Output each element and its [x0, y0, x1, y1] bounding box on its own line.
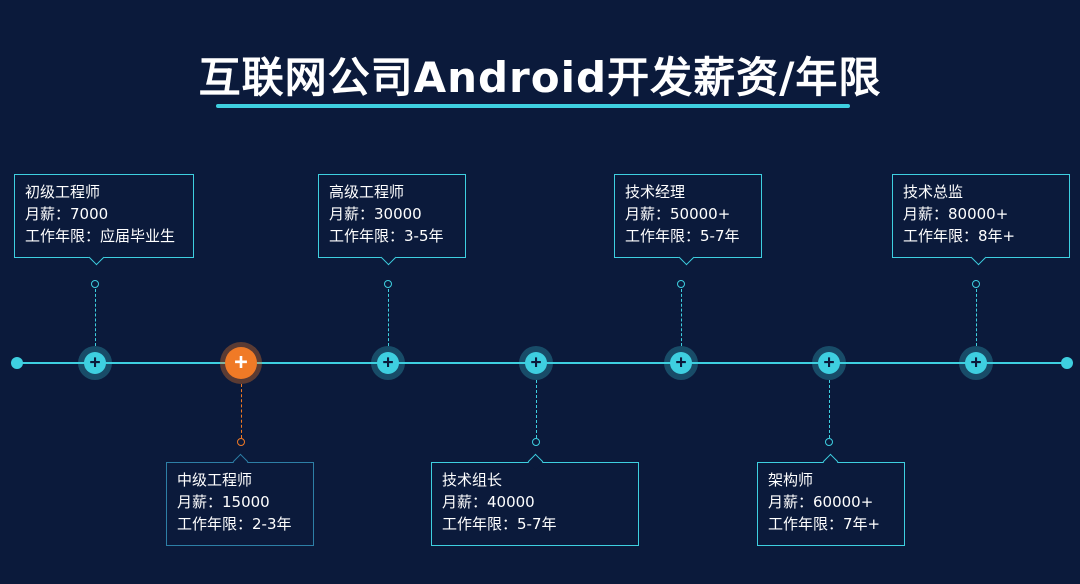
timeline-node-architect[interactable]: + — [812, 346, 846, 380]
connector-line — [828, 380, 830, 438]
connector-line — [680, 289, 682, 346]
role-salary: 月薪：60000+ — [768, 493, 874, 511]
plus-icon: + — [818, 352, 840, 374]
role-title: 高级工程师 — [329, 183, 405, 201]
card-pointer — [527, 453, 544, 470]
timeline-node-tech-director[interactable]: + — [959, 346, 993, 380]
plus-icon: + — [525, 352, 547, 374]
role-card-architect: 架构师 月薪：60000+ 工作年限：7年+ — [757, 453, 905, 546]
page-title: 互联网公司Android开发薪资/年限 — [198, 53, 882, 102]
timeline-node-senior[interactable]: + — [371, 346, 405, 380]
role-card-mid: 中级工程师 月薪：15000 工作年限：2-3年 — [166, 453, 314, 546]
timeline-node-tech-manager[interactable]: + — [664, 346, 698, 380]
plus-icon: + — [225, 347, 257, 379]
card-pointer — [678, 249, 695, 266]
card-pointer — [88, 249, 105, 266]
card-pointer — [822, 453, 839, 470]
title-underline — [216, 104, 850, 108]
role-card-tech-manager: 技术经理 月薪：50000+ 工作年限：5-7年 — [614, 174, 762, 266]
connector-dot — [90, 280, 99, 288]
connector-dot — [971, 280, 980, 288]
role-title: 技术总监 — [903, 183, 964, 201]
role-salary: 月薪：7000 — [25, 205, 109, 223]
role-title: 技术组长 — [442, 471, 503, 489]
connector-dot — [236, 438, 245, 446]
timeline-node-junior[interactable]: + — [78, 346, 112, 380]
role-card-team-lead: 技术组长 月薪：40000 工作年限：5-7年 — [431, 453, 639, 546]
role-salary: 月薪：80000+ — [903, 205, 1009, 223]
role-card-tech-director: 技术总监 月薪：80000+ 工作年限：8年+ — [892, 174, 1070, 266]
role-salary: 月薪：50000+ — [625, 205, 731, 223]
role-years: 工作年限：3-5年 — [329, 227, 444, 245]
role-title: 架构师 — [768, 471, 814, 489]
connector-dot — [676, 280, 685, 288]
role-years: 工作年限：5-7年 — [442, 515, 557, 533]
plus-icon: + — [377, 352, 399, 374]
role-title: 技术经理 — [625, 183, 686, 201]
connector-line — [975, 289, 977, 346]
role-title: 初级工程师 — [25, 183, 101, 201]
connector-dot — [383, 280, 392, 288]
role-salary: 月薪：15000 — [177, 493, 270, 511]
connector-line — [240, 384, 242, 438]
timeline-start-dot — [11, 357, 23, 369]
role-years: 工作年限：8年+ — [903, 227, 1016, 245]
role-salary: 月薪：40000 — [442, 493, 535, 511]
plus-icon: + — [84, 352, 106, 374]
connector-line — [387, 289, 389, 346]
role-card-senior: 高级工程师 月薪：30000 工作年限：3-5年 — [318, 174, 466, 266]
connector-line — [535, 380, 537, 438]
role-title: 中级工程师 — [177, 471, 253, 489]
role-card-junior: 初级工程师 月薪：7000 工作年限：应届毕业生 — [14, 174, 194, 266]
role-years: 工作年限：应届毕业生 — [25, 227, 176, 245]
card-pointer — [232, 453, 249, 470]
plus-icon: + — [670, 352, 692, 374]
connector-dot — [531, 438, 540, 446]
card-pointer — [970, 249, 987, 266]
connector-line — [94, 289, 96, 346]
plus-icon: + — [965, 352, 987, 374]
card-pointer — [380, 249, 397, 266]
timeline-node-team-lead[interactable]: + — [519, 346, 553, 380]
timeline-end-dot — [1061, 357, 1073, 369]
connector-dot — [824, 438, 833, 446]
timeline-node-mid[interactable]: + — [220, 342, 262, 384]
role-salary: 月薪：30000 — [329, 205, 422, 223]
role-years: 工作年限：5-7年 — [625, 227, 740, 245]
role-years: 工作年限：2-3年 — [177, 515, 292, 533]
role-years: 工作年限：7年+ — [768, 515, 881, 533]
